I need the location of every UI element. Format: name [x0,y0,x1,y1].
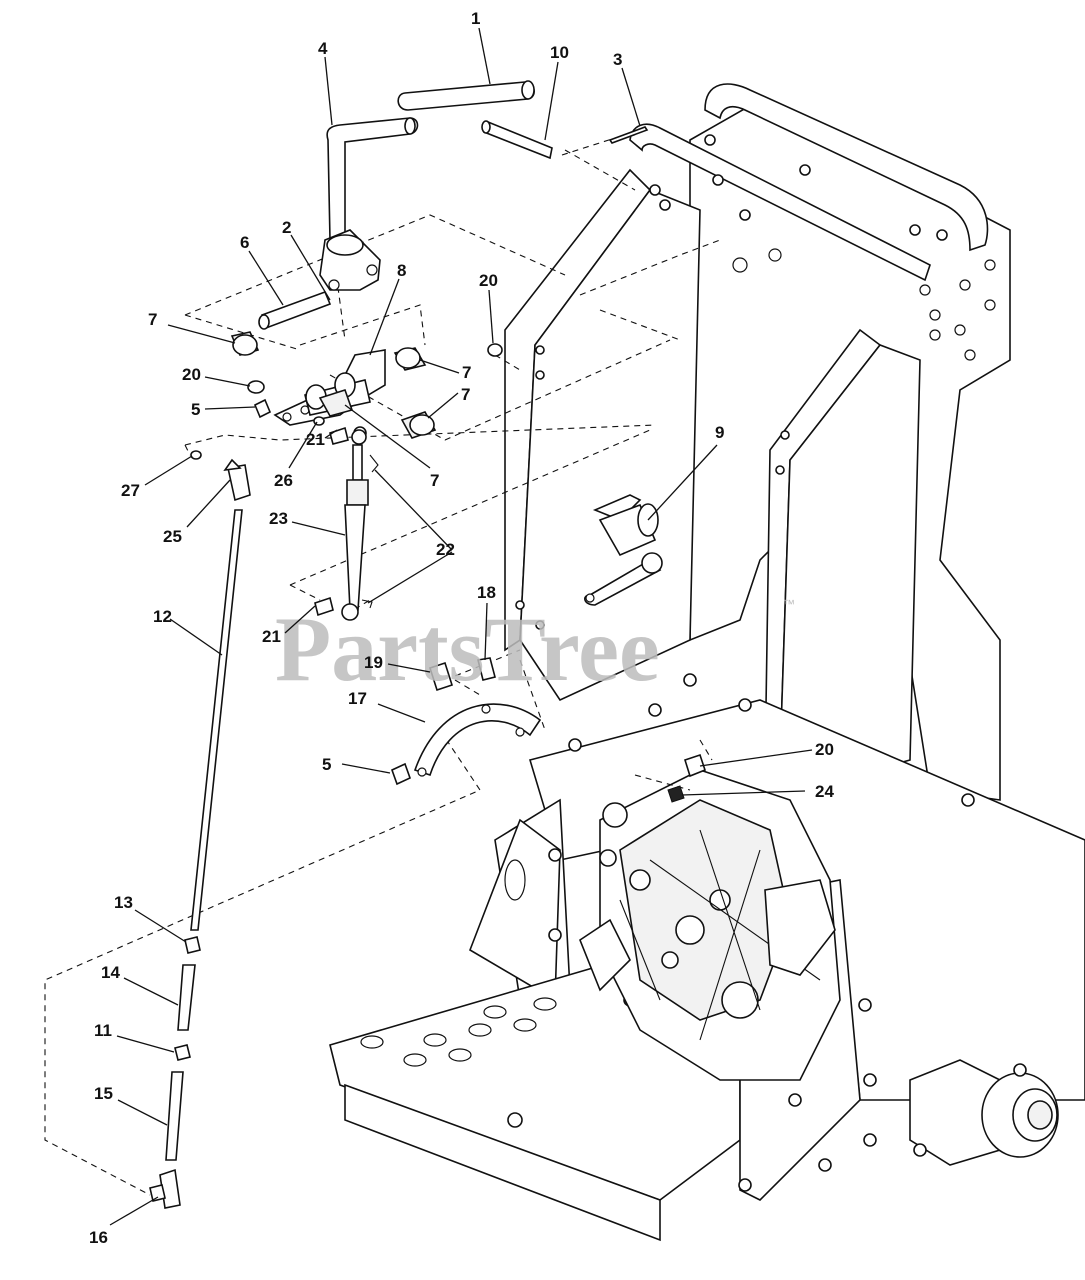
cotter-pin [608,126,649,144]
callout-labels: 1 4 10 3 2 6 8 20 7 7 20 5 7 7 21 26 9 2… [89,9,834,1247]
callout-label: 4 [318,39,328,58]
callout-label: 25 [163,527,182,546]
nuts-washers [190,343,706,803]
callout-label: 10 [550,43,569,62]
callout-label: 1 [471,9,480,28]
hydro-pump-assembly [579,769,841,1081]
pivot-pin [481,120,553,160]
callout-label: 21 [262,627,281,646]
callout-label: 21 [306,430,325,449]
callout-label: 5 [191,400,200,419]
callout-label: 11 [94,1021,112,1040]
bolts-18-19 [428,657,496,692]
wheel-hub [909,1059,1059,1166]
callout-label: 20 [479,271,498,290]
callout-label: 17 [348,689,367,708]
callout-label: 26 [274,471,293,490]
leader-lines [109,27,813,1226]
callout-label: 7 [148,310,157,329]
spacer-pin [258,290,332,330]
footplate-holes [360,997,557,1067]
rod-end-25 [223,458,251,502]
callout-label: 20 [182,365,201,384]
callout-label: 13 [114,893,133,912]
callout-label: 15 [94,1084,113,1103]
callout-label: 9 [715,423,724,442]
brake-bracket [413,703,542,777]
callout-label: 16 [89,1228,108,1247]
callout-label: 27 [121,481,140,500]
callout-label: 7 [461,385,470,404]
callout-label: 18 [477,583,496,602]
gas-spring [341,429,369,621]
callout-label: 7 [430,471,439,490]
callout-label: 8 [397,261,406,280]
callout-label: 3 [613,50,622,69]
callout-label: 23 [269,509,288,528]
watermark-trademark: ™ [783,597,795,611]
lever-arm-9 [584,494,663,606]
callout-label: 20 [815,740,834,759]
callout-label: 24 [815,782,834,801]
handle-grip [397,80,535,111]
callout-label: 7 [462,363,471,382]
rod-fittings [149,936,201,1209]
callout-label: 2 [282,218,291,237]
callout-label: 5 [322,755,331,774]
callout-label: 12 [153,607,172,626]
control-lever [319,117,419,291]
watermark-brand: PartsTree [275,598,660,700]
hair-pin-clips [361,454,379,609]
callout-label: 19 [364,653,383,672]
callout-label: 14 [101,963,120,982]
callout-label: 6 [240,233,249,252]
bushings [230,331,437,439]
callout-label: 22 [436,540,455,559]
control-rod [190,509,243,931]
